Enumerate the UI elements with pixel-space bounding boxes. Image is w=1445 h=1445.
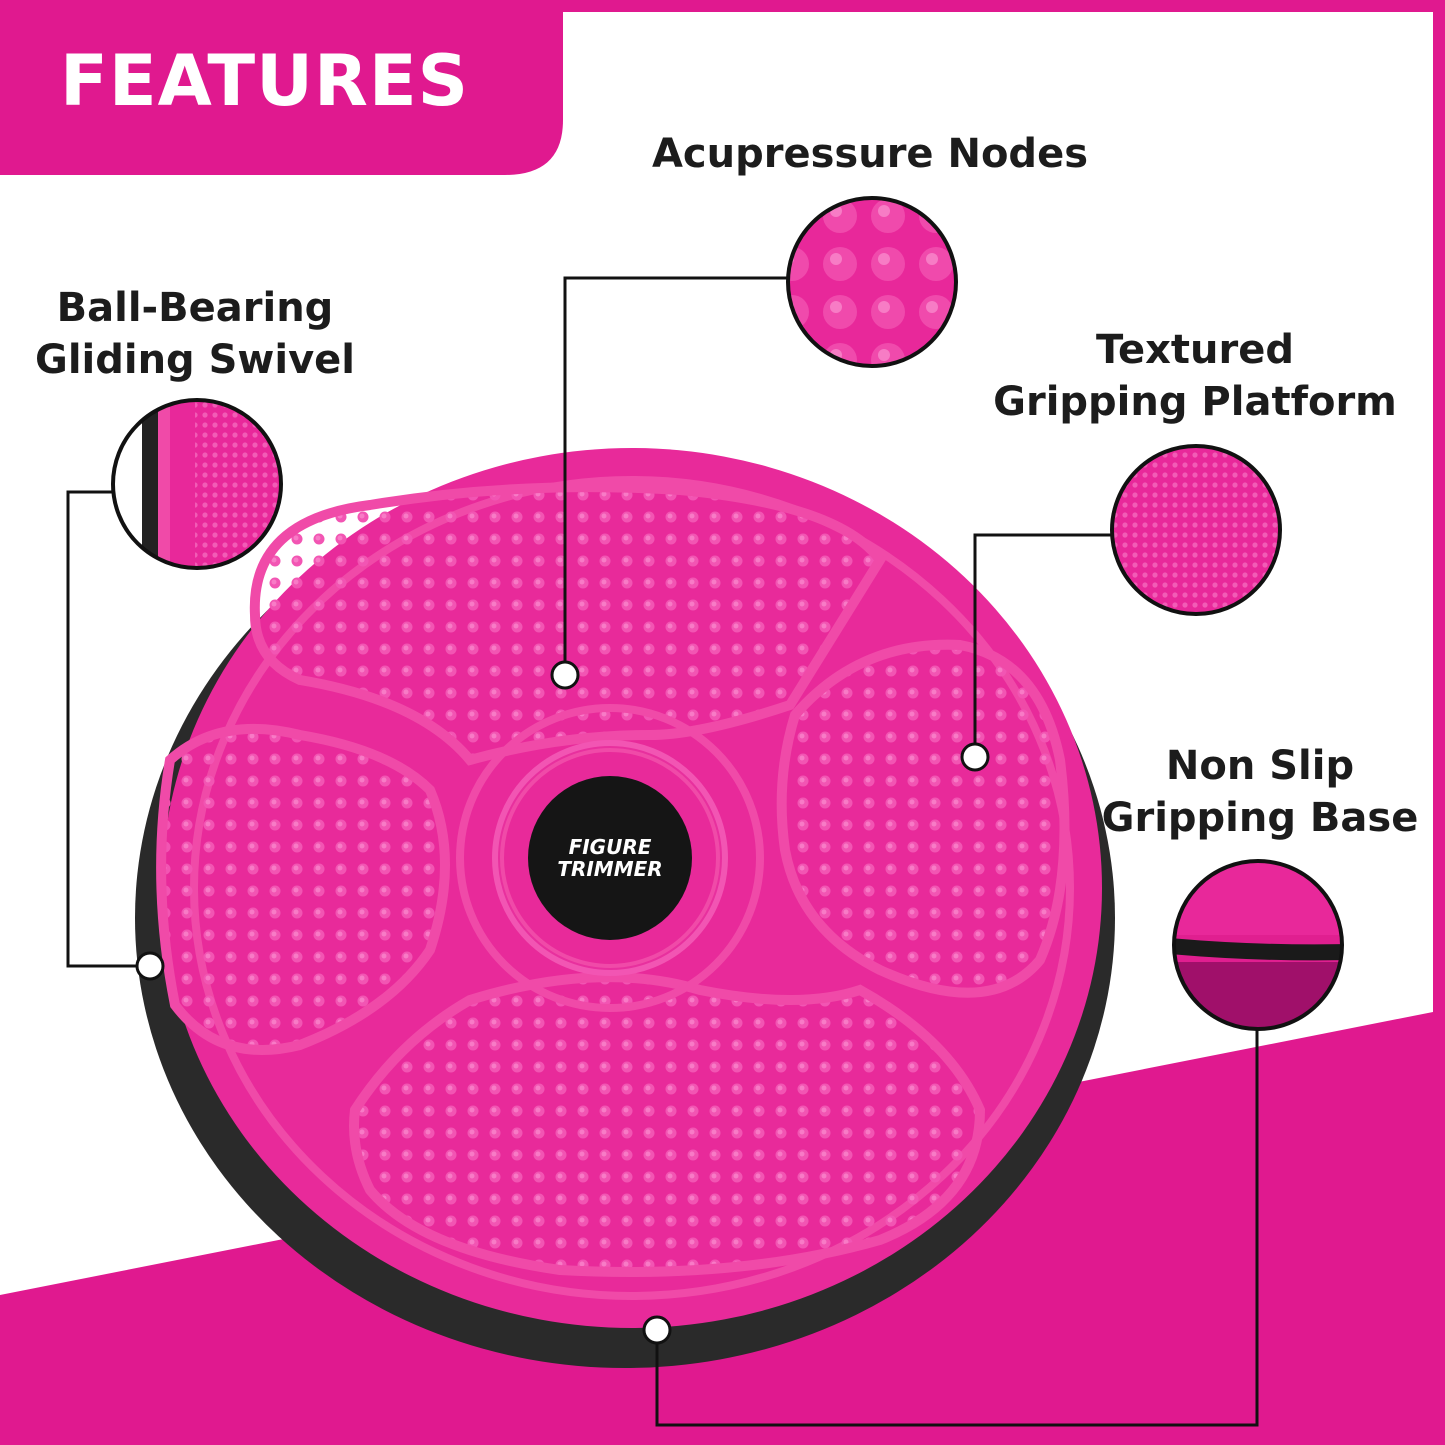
dot-ball-bearing [135,951,165,981]
zoom-textured [1112,446,1280,614]
label-ball-bearing-line2: Gliding Swivel [34,337,356,383]
lobe-left [156,723,450,1055]
lobe-right [776,639,1070,998]
label-ball-bearing-line1: Ball-Bearing [56,285,334,331]
label-acupressure-nodes: Acupressure Nodes [600,128,1140,180]
label-textured-platform: Textured Gripping Platform [985,324,1405,428]
zoom-acupressure [788,198,956,366]
lobe-top [249,482,887,766]
dot-non-slip [642,1315,672,1345]
features-tab [0,0,563,175]
brand-logo-line1: FIGURE [568,835,652,859]
label-non-slip-base: Non Slip Gripping Base [1090,740,1430,844]
lobe-bottom [349,972,986,1277]
label-textured-line1: Textured [1096,327,1294,373]
leader-non-slip [655,1030,1259,1427]
leader-ball-bearing [66,490,150,968]
label-non-slip-line1: Non Slip [1165,743,1355,789]
page-title: FEATURES [60,40,470,122]
brand-logo: FIGURE TRIMMER [540,836,680,880]
dot-acupressure [550,660,580,690]
label-acupressure-line1: Acupressure Nodes [651,131,1089,177]
leader-acupressure [563,276,790,675]
brand-logo-line2: TRIMMER [557,857,663,881]
label-textured-line2: Gripping Platform [993,379,1397,425]
leader-textured [973,533,1112,757]
dot-textured [960,742,990,772]
zoom-ball-bearing [113,400,281,568]
label-ball-bearing: Ball-Bearing Gliding Swivel [20,282,370,386]
brand-logo-badge [528,776,692,940]
label-non-slip-line2: Gripping Base [1101,795,1419,841]
